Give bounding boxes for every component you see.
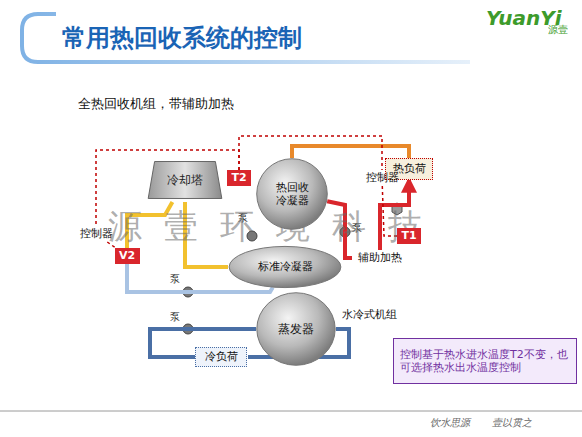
node-text: 标准冷凝器 [258,260,313,273]
node-text: V2 [119,249,135,262]
water-pipe [292,146,409,158]
node-text: 辅助加热 [358,251,402,264]
subtitle: 全热回收机组，带辅助加热 [78,96,234,112]
standard-condenser: 标准冷凝器 [228,246,342,288]
evaporator: 蒸发器 [256,292,336,366]
unit-label: 水冷式机组 [342,308,397,321]
cooling-tower: 冷却塔 [145,158,225,202]
logo-text: 源壹 [548,24,568,36]
node-text: 蒸发器 [278,322,314,336]
node-text: 控制器 [366,171,399,184]
slide-title: 常用热回收系统的控制 [62,24,302,53]
cold-load-box: 冷负荷 [195,347,247,367]
title-frame [22,14,470,62]
pump-label: 泵 [170,311,180,323]
footer-rule [0,411,582,412]
node-text: 控制基于热水进水温度T2不变，也可选择热水出水温度控制 [400,348,570,374]
sensor-tag: T2 [227,170,251,186]
sensor-tag: T1 [397,228,421,244]
node-text: T2 [231,171,246,184]
pump-label: 泵 [170,273,180,285]
heater-label: 辅助加热 [352,250,408,266]
node-text: 控制器 [80,227,113,240]
node-text: T1 [401,229,416,242]
valve-tag: V2 [115,248,140,264]
note-box: 控制基于热水进水温度T2不变，也可选择热水出水温度控制 [393,338,577,384]
node-text: 冷却塔 [167,173,203,187]
recovery-condenser: 热回收冷凝器 [256,158,328,230]
node-text: 热回收冷凝器 [274,181,310,207]
controller-label: 控制器 [74,226,118,242]
footer-slogan: 饮水思源 [430,417,470,429]
footer-slogan: 壹以贯之 [492,417,532,429]
node-text: 冷负荷 [205,350,238,363]
controller-label: 控制器 [360,170,404,186]
